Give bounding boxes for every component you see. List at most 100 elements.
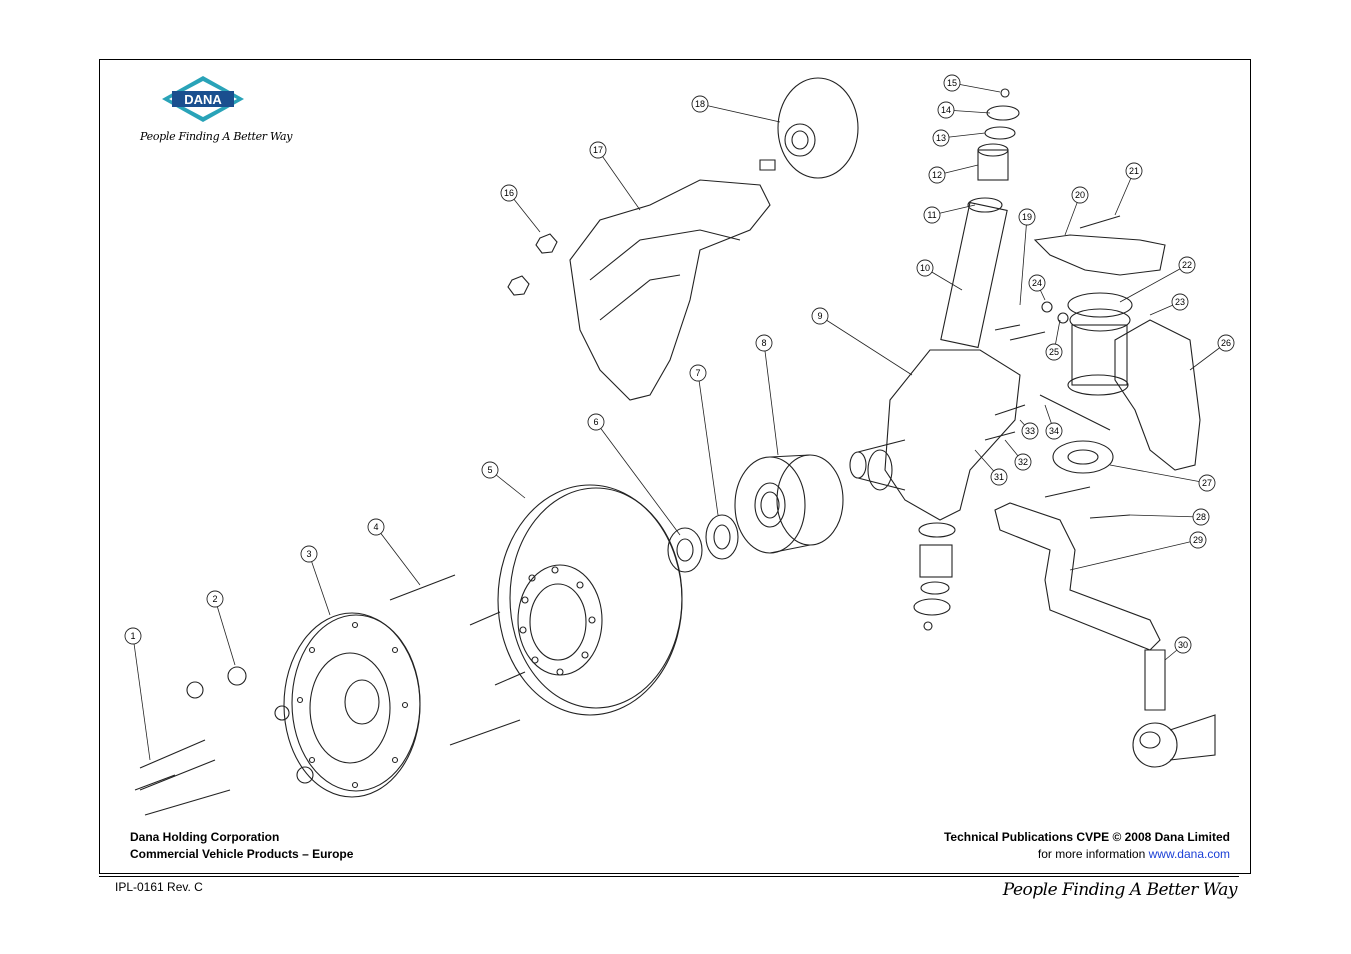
callout-number-5: 5 xyxy=(487,465,492,475)
spring-seat xyxy=(1067,292,1133,318)
callout-circle-6 xyxy=(587,413,605,431)
brake-disc xyxy=(497,484,683,716)
callout-number-29: 29 xyxy=(1193,535,1203,545)
footer-info-block: Technical Publications CVPE © 2008 Dana … xyxy=(944,829,1230,863)
callout-number-17: 17 xyxy=(593,145,603,155)
callout-leader-6 xyxy=(595,421,681,536)
callout-circle-15 xyxy=(943,74,961,92)
callout-circle-33 xyxy=(1021,422,1039,440)
steering-arm-lower xyxy=(994,502,1161,651)
callout-circle-18 xyxy=(691,95,709,113)
lower-seal xyxy=(918,522,956,538)
logo-text: DANA xyxy=(184,92,222,107)
callout-circle-4 xyxy=(367,518,385,536)
logo-tagline: People Finding A Better Way xyxy=(140,130,293,143)
thrust-bearing xyxy=(1052,440,1114,474)
callout-circle-19 xyxy=(1018,208,1036,226)
callout-circle-30 xyxy=(1174,636,1192,654)
callout-number-32: 32 xyxy=(1018,457,1028,467)
callout-leader-8 xyxy=(763,342,779,456)
callout-number-8: 8 xyxy=(761,338,766,348)
info-prefix: for more information xyxy=(1037,847,1146,861)
division-name: Commercial Vehicle Products – Europe xyxy=(130,847,354,861)
callout-number-22: 22 xyxy=(1182,260,1192,270)
callout-circle-8 xyxy=(755,334,773,352)
callout-circle-22 xyxy=(1178,256,1196,274)
callout-circle-12 xyxy=(928,166,946,184)
callout-circle-31 xyxy=(990,468,1008,486)
callout-circle-1 xyxy=(124,627,142,645)
callout-leader-3 xyxy=(308,553,331,616)
callout-number-9: 9 xyxy=(817,311,822,321)
callout-circle-28 xyxy=(1192,508,1210,526)
callout-number-14: 14 xyxy=(941,105,951,115)
callout-circle-23 xyxy=(1171,293,1189,311)
callout-number-27: 27 xyxy=(1202,478,1212,488)
callout-number-16: 16 xyxy=(504,188,514,198)
wheel-hub xyxy=(283,612,421,798)
bracket xyxy=(1114,319,1201,471)
washer xyxy=(705,514,739,560)
callout-number-11: 11 xyxy=(927,210,936,220)
callout-circle-10 xyxy=(916,259,934,277)
callout-number-31: 31 xyxy=(994,472,1004,482)
callout-leader-18 xyxy=(699,103,781,123)
callout-number-34: 34 xyxy=(1049,426,1059,436)
document-id: IPL-0161 Rev. C xyxy=(115,880,203,894)
callout-number-2: 2 xyxy=(212,594,217,604)
callout-circle-24 xyxy=(1028,274,1046,292)
callout-circle-34 xyxy=(1045,422,1063,440)
callout-leader-7 xyxy=(697,372,719,516)
caliper-nut xyxy=(535,233,558,254)
callout-number-28: 28 xyxy=(1196,512,1206,522)
callout-number-7: 7 xyxy=(695,368,700,378)
callout-circle-14 xyxy=(937,101,955,119)
company-name: Dana Holding Corporation xyxy=(130,830,280,844)
bearing-assembly xyxy=(734,454,844,554)
callout-circle-2 xyxy=(206,590,224,608)
callout-circle-21 xyxy=(1125,162,1143,180)
callout-circle-7 xyxy=(689,364,707,382)
callout-circle-3 xyxy=(300,545,318,563)
callouts-layer: 1234567891011121314151617181920212223242… xyxy=(124,74,1235,761)
callout-number-20: 20 xyxy=(1075,190,1085,200)
steering-knuckle xyxy=(849,349,1021,521)
callout-number-15: 15 xyxy=(947,78,957,88)
callout-circle-29 xyxy=(1189,531,1207,549)
brake-caliper xyxy=(569,179,771,401)
callout-circle-32 xyxy=(1014,453,1032,471)
footer-tagline: People Finding A Better Way xyxy=(1002,880,1238,900)
callout-number-33: 33 xyxy=(1025,426,1035,436)
callout-number-3: 3 xyxy=(306,549,311,559)
callout-circle-16 xyxy=(500,184,518,202)
dana-website-link[interactable]: www.dana.com xyxy=(1148,847,1230,861)
callout-number-12: 12 xyxy=(932,170,942,180)
callout-number-24: 24 xyxy=(1032,278,1042,288)
callout-number-6: 6 xyxy=(593,417,598,427)
callout-leader-2 xyxy=(214,598,236,666)
footer-company-block: Dana Holding Corporation Commercial Vehi… xyxy=(130,829,353,863)
callout-leader-22 xyxy=(1119,264,1188,303)
callout-circle-27 xyxy=(1198,474,1216,492)
steering-arm-upper xyxy=(1033,234,1166,276)
callout-leader-4 xyxy=(375,526,421,586)
callout-number-21: 21 xyxy=(1129,166,1139,176)
callout-circle-11 xyxy=(923,206,941,224)
callout-number-25: 25 xyxy=(1049,347,1059,357)
footer-rule xyxy=(99,876,1239,877)
copyright: Technical Publications CVPE © 2008 Dana … xyxy=(943,830,1230,844)
logo-band xyxy=(172,91,234,107)
callout-leader-28 xyxy=(1129,514,1202,518)
callout-number-4: 4 xyxy=(373,522,378,532)
callout-number-30: 30 xyxy=(1178,640,1188,650)
dana-logo: DANA xyxy=(158,74,278,154)
callout-circle-5 xyxy=(481,461,499,479)
callout-number-26: 26 xyxy=(1221,338,1231,348)
callout-circle-25 xyxy=(1045,343,1063,361)
callout-leader-9 xyxy=(819,315,913,376)
hub-nut xyxy=(667,527,703,573)
page-frame xyxy=(99,59,1251,874)
callout-number-10: 10 xyxy=(920,263,930,273)
brake-chamber xyxy=(759,77,859,179)
info-line: for more information www.dana.com xyxy=(944,846,1230,863)
